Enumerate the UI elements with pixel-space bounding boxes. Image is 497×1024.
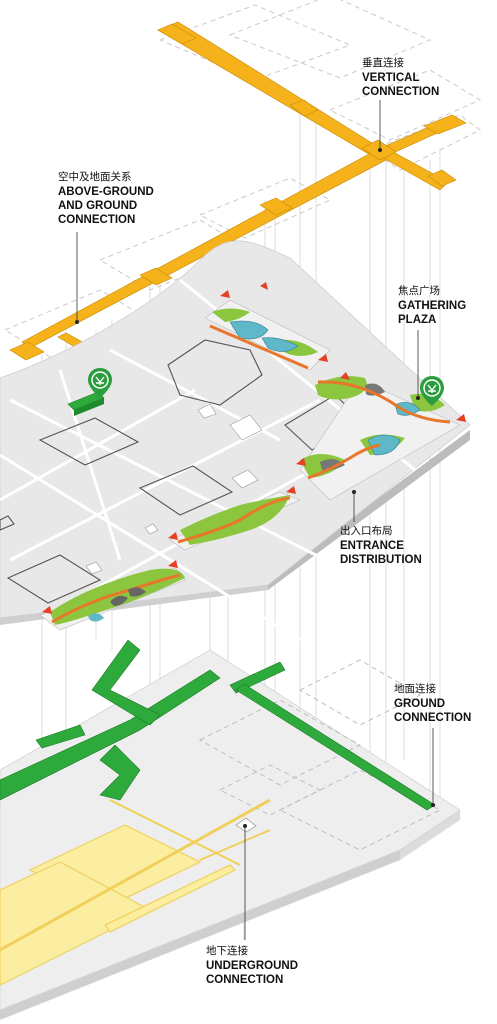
label-en: PLAZA: [398, 314, 437, 326]
label-vertical-connection: 垂直连接 VERTICAL CONNECTION: [362, 56, 439, 99]
label-en: ENTRANCE: [340, 540, 404, 552]
label-zh: 空中及地面关系: [58, 171, 132, 183]
label-en: CONNECTION: [206, 974, 284, 986]
underground-layer: [0, 639, 461, 1020]
label-zh: 焦点广场: [398, 285, 440, 297]
leader-lines: [76, 100, 434, 940]
label-en: GROUND: [394, 698, 446, 710]
label-zh: 垂直连接: [362, 57, 404, 69]
plaza-pockets: [39, 282, 466, 631]
label-underground-connection: 地下连接 UNDERGROUND CONNECTION: [206, 944, 298, 987]
metro-icon: [88, 368, 112, 398]
label-en: AND GROUND: [58, 200, 138, 212]
label-en: CONNECTION: [58, 214, 136, 226]
label-zh: 地面连接: [394, 683, 436, 695]
label-en: CONNECTION: [394, 712, 472, 724]
label-en: VERTICAL: [362, 72, 420, 84]
label-zh: 出入口布局: [340, 525, 393, 537]
label-en: ABOVE-GROUND: [58, 186, 154, 198]
skyway-bridge: [157, 21, 381, 157]
label-above-ground-connection: 空中及地面关系 ABOVE-GROUND AND GROUND CONNECTI…: [58, 170, 154, 227]
metro-icon: [420, 376, 444, 406]
label-gathering-plaza: 焦点广场 GATHERING PLAZA: [398, 284, 466, 327]
label-en: UNDERGROUND: [206, 960, 298, 972]
label-en: DISTRIBUTION: [340, 554, 422, 566]
label-ground-connection: 地面连接 GROUND CONNECTION: [394, 682, 471, 725]
label-en: CONNECTION: [362, 86, 440, 98]
label-zh: 地下连接: [206, 945, 248, 957]
ground-slab-layer: [0, 240, 471, 642]
label-en: GATHERING: [398, 300, 467, 312]
label-entrance-distribution: 出入口布局 ENTRANCE DISTRIBUTION: [340, 524, 422, 567]
